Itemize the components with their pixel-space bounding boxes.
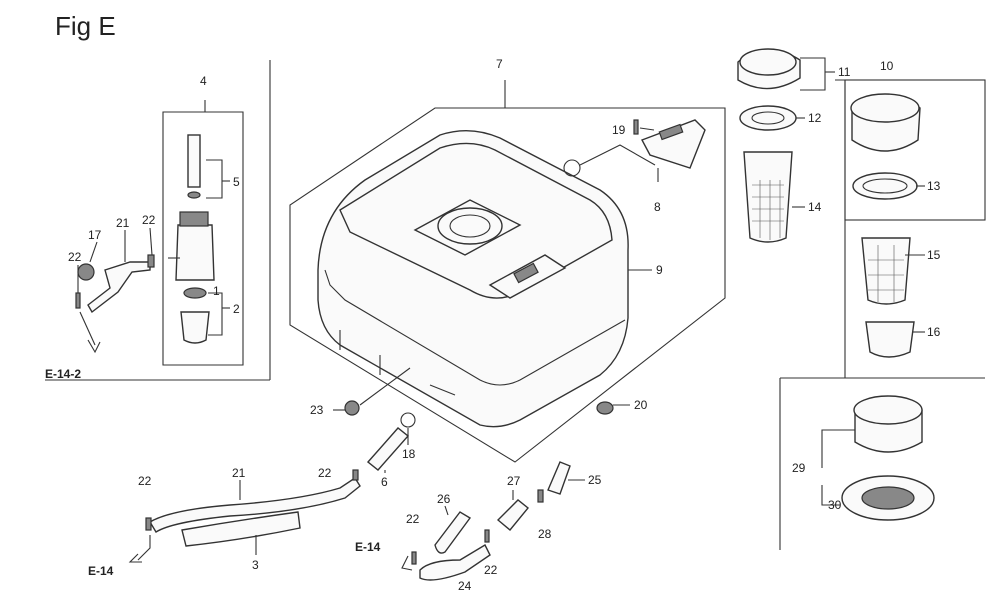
callout-22-upper-left: 22 <box>68 250 82 264</box>
callout-6: 6 <box>381 475 388 489</box>
callout-16: 16 <box>927 325 941 339</box>
callout-22-lower-left: 22 <box>138 474 152 488</box>
callout-30: 30 <box>828 498 842 512</box>
callout-3: 3 <box>252 558 259 572</box>
left-fuel-hose-illustration <box>87 261 151 314</box>
callout-5: 5 <box>233 175 240 189</box>
callout-27: 27 <box>507 474 521 488</box>
fuel-cup-illustration <box>180 311 210 344</box>
fuel-cock-body-illustration <box>175 224 215 281</box>
callout-22-bottom-left: 22 <box>406 512 420 526</box>
callout-15: 15 <box>927 248 941 262</box>
callout-10: 10 <box>880 59 894 73</box>
callout-14: 14 <box>808 200 822 214</box>
reference-e-14-center: E-14 <box>355 540 381 554</box>
tank-grommet-illustration <box>596 401 614 415</box>
small-hose-illustration <box>547 461 571 495</box>
bottom-cap-group <box>821 395 935 521</box>
alt-strainer-illustration <box>861 237 911 305</box>
callout-8: 8 <box>654 200 661 214</box>
callout-20: 20 <box>634 398 648 412</box>
panel-frames <box>45 60 986 550</box>
fuel-gauge-illustration <box>563 119 706 182</box>
reference-e-14-2: E-14-2 <box>45 367 81 381</box>
callout-18: 18 <box>402 447 416 461</box>
fuel-joint-washer-illustration <box>400 412 416 428</box>
inline-fuel-filter-illustration <box>496 499 529 531</box>
fuel-cock-screw-illustration <box>187 134 201 188</box>
callout-22-middle: 22 <box>318 466 332 480</box>
callout-7: 7 <box>496 57 503 71</box>
callout-21-lower: 21 <box>232 466 246 480</box>
main-hoses-group <box>128 469 361 563</box>
fuel-tank-illustration <box>317 130 629 428</box>
figure-title: Fig E <box>55 11 116 41</box>
callout-9: 9 <box>656 263 663 277</box>
callout-4: 4 <box>200 74 207 88</box>
alt-cap-group <box>850 93 921 200</box>
reference-e-14-left: E-14 <box>88 564 114 578</box>
callout-22-bottom-right: 22 <box>484 563 498 577</box>
callout-2: 2 <box>233 302 240 316</box>
callout-25: 25 <box>588 473 602 487</box>
fuel-tube-illustration <box>181 511 301 547</box>
callout-17: 17 <box>88 228 102 242</box>
fuel-cock-group <box>168 134 230 344</box>
short-hose-illustration <box>434 511 472 554</box>
left-filter-illustration <box>77 263 95 281</box>
mid-strainer-group <box>861 237 915 358</box>
callout-21-upper: 21 <box>116 216 130 230</box>
callout-12: 12 <box>808 111 822 125</box>
callout-13: 13 <box>927 179 941 193</box>
leader-lines <box>77 117 925 555</box>
callout-29: 29 <box>792 461 806 475</box>
fuel-cock-washer-illustration <box>187 191 201 199</box>
callout-24: 24 <box>458 579 472 593</box>
fuel-cock-o-ring-illustration <box>183 287 207 299</box>
right-cap-strainer-group <box>737 48 835 243</box>
callout-26-left: 26 <box>437 492 451 506</box>
callout-11: 11 <box>838 65 851 79</box>
drain-bolt-illustration <box>344 400 360 416</box>
tank-fittings-group <box>344 367 614 471</box>
main-fuel-hose-illustration <box>149 477 361 533</box>
callout-labels: 4 5 1 2 21 22 17 22 E-14-2 7 19 8 9 23 2… <box>45 57 941 593</box>
callout-1: 1 <box>213 284 220 298</box>
callout-19: 19 <box>612 123 626 137</box>
callout-22-upper-right: 22 <box>142 213 156 227</box>
cap-gasket-illustration <box>739 105 797 131</box>
bottom-center-group <box>401 461 571 581</box>
callout-28: 28 <box>538 527 552 541</box>
hose-bend-illustration <box>419 544 491 581</box>
left-hose-group <box>75 254 155 354</box>
strainer-holder-illustration <box>865 321 915 358</box>
callout-23: 23 <box>310 403 324 417</box>
